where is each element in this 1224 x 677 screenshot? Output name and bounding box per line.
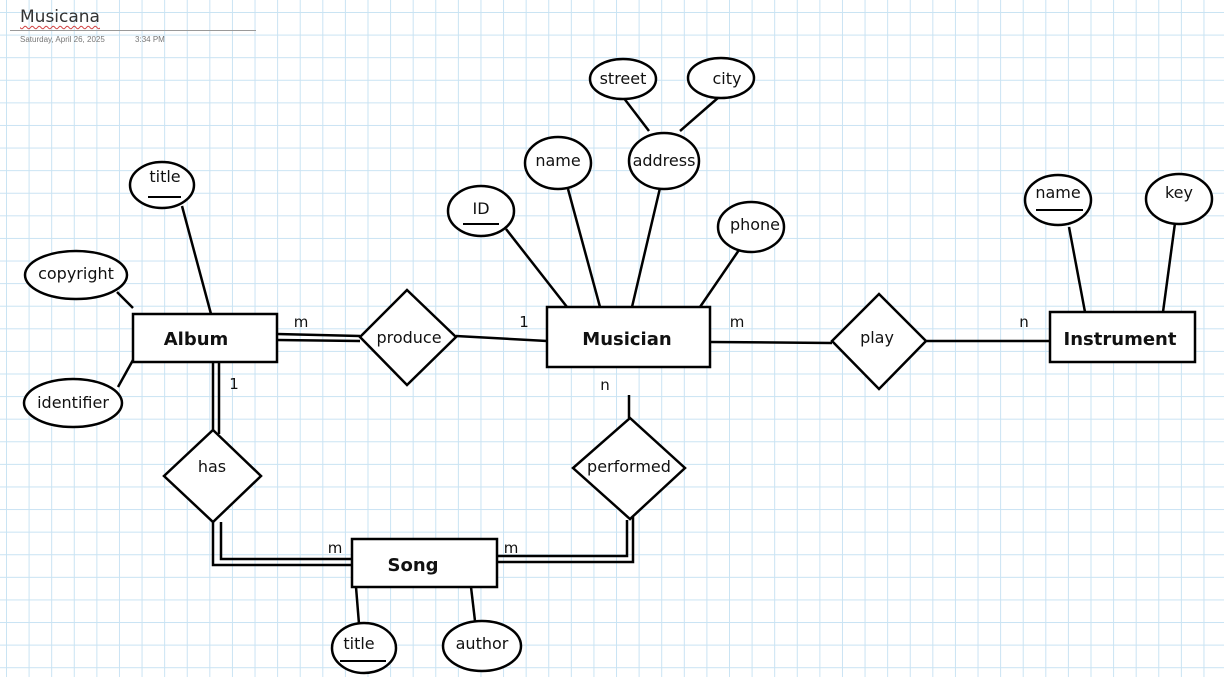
album-produce-connector-a xyxy=(276,332,361,338)
attribute-musician-id-label: ID xyxy=(472,199,489,218)
relationship-play-diamond xyxy=(830,292,928,391)
cardinality-song-performed: m xyxy=(504,539,519,557)
entity-musician-label: Musician xyxy=(582,329,671,350)
song-author-connector xyxy=(469,586,477,622)
attribute-musician-address[interactable]: address xyxy=(627,131,701,191)
entity-instrument-box xyxy=(1048,310,1197,364)
relationship-performed-diamond xyxy=(571,416,687,521)
album-copyright-connector xyxy=(116,291,134,309)
album-title-connector xyxy=(180,205,213,315)
entity-musician-box xyxy=(545,305,712,369)
cardinality-musician-produce: 1 xyxy=(519,313,529,331)
relationship-produce-diamond xyxy=(358,288,458,387)
relationship-produce-label: produce xyxy=(376,328,441,347)
page-meta: Saturday, April 26, 2025 3:34 PM xyxy=(10,35,256,44)
relationship-has-diamond xyxy=(162,428,263,524)
cardinality-album-has: 1 xyxy=(229,375,239,393)
attribute-album-identifier[interactable]: identifier xyxy=(22,377,124,429)
relationship-performed-label: performed xyxy=(587,457,671,476)
address-street-connector xyxy=(622,96,650,132)
attribute-musician-phone-ellipse xyxy=(716,200,786,254)
entity-instrument-label: Instrument xyxy=(1064,329,1177,350)
musician-name-connector xyxy=(566,188,602,308)
musician-address-connector xyxy=(630,187,662,308)
instrument-key-connector xyxy=(1161,222,1177,313)
attribute-song-title[interactable]: title xyxy=(330,621,398,675)
entity-song-box xyxy=(350,537,499,589)
cardinality-song-has: m xyxy=(328,539,343,557)
entity-musician[interactable]: Musician xyxy=(545,305,712,369)
instrument-name-connector xyxy=(1067,226,1087,313)
entity-album-label: Album xyxy=(164,329,229,350)
attribute-musician-name-label: name xyxy=(535,151,580,170)
relationship-play[interactable]: play xyxy=(830,292,928,391)
has-song-connector-b xyxy=(219,522,352,561)
attribute-instrument-key[interactable]: key xyxy=(1144,172,1214,226)
produce-musician-connector xyxy=(455,334,548,343)
attribute-address-city-ellipse xyxy=(686,56,756,100)
relationship-performed[interactable]: performed xyxy=(571,416,687,521)
attribute-address-city-label: city xyxy=(713,69,742,88)
attribute-musician-name-ellipse xyxy=(523,135,593,191)
page-header: Musicana Saturday, April 26, 2025 3:34 P… xyxy=(10,4,256,44)
album-produce-connector-b xyxy=(276,338,361,343)
relationship-produce[interactable]: produce xyxy=(358,288,458,387)
cardinality-instrument-play: n xyxy=(1019,313,1029,331)
attribute-album-copyright-ellipse xyxy=(23,249,129,301)
attribute-album-identifier-label: identifier xyxy=(37,393,109,412)
cardinality-musician-play: m xyxy=(730,313,745,331)
entity-album-box xyxy=(131,312,279,364)
performed-song-connector-b xyxy=(497,520,629,558)
attribute-musician-phone-label: phone xyxy=(730,215,780,234)
attribute-song-author[interactable]: author xyxy=(441,619,523,673)
relationship-has-label: has xyxy=(198,457,226,476)
attribute-album-title-label: title xyxy=(149,167,180,186)
attribute-instrument-key-label: key xyxy=(1165,183,1193,202)
page-time: 3:34 PM xyxy=(135,35,165,44)
page-date: Saturday, April 26, 2025 xyxy=(20,35,105,44)
attribute-musician-phone[interactable]: phone xyxy=(716,200,786,254)
connectors xyxy=(116,96,1177,625)
relationship-play-label: play xyxy=(860,328,894,347)
musician-play-connector xyxy=(709,340,833,345)
attribute-album-copyright[interactable]: copyright xyxy=(23,249,129,301)
attribute-musician-name[interactable]: name xyxy=(523,135,593,191)
attribute-song-title-label: title xyxy=(343,634,374,653)
musician-id-connector xyxy=(505,228,568,308)
attribute-instrument-name-ellipse xyxy=(1023,173,1093,227)
cardinalities: m 1 m n 1 n m m xyxy=(229,313,1029,557)
page-title[interactable]: Musicana xyxy=(10,4,256,31)
song-title-connector xyxy=(354,586,361,625)
cardinality-album-produce: m xyxy=(294,313,309,331)
relationship-has[interactable]: has xyxy=(162,428,263,524)
attribute-instrument-name-label: name xyxy=(1035,183,1080,202)
attribute-instrument-key-ellipse xyxy=(1144,172,1214,226)
entity-album[interactable]: Album xyxy=(131,312,279,364)
entity-instrument[interactable]: Instrument xyxy=(1048,310,1197,364)
attribute-address-city[interactable]: city xyxy=(686,56,756,100)
cardinality-musician-performed: n xyxy=(600,376,610,394)
attribute-address-street-label: street xyxy=(600,69,647,88)
attribute-instrument-name[interactable]: name xyxy=(1023,173,1093,227)
attribute-address-street-ellipse xyxy=(588,57,658,101)
entity-song[interactable]: Song xyxy=(350,537,499,589)
attribute-musician-id[interactable]: ID xyxy=(446,184,516,238)
attribute-album-identifier-ellipse xyxy=(22,377,124,429)
address-city-connector xyxy=(679,96,720,132)
performed-song-connector-a xyxy=(497,517,635,564)
album-identifier-connector xyxy=(116,359,135,388)
attribute-musician-address-label: address xyxy=(633,151,696,170)
attribute-musician-address-ellipse xyxy=(627,131,701,191)
attribute-song-author-ellipse xyxy=(441,619,523,673)
attribute-song-author-label: author xyxy=(456,634,509,653)
has-song-connector-a xyxy=(211,520,352,567)
musician-phone-connector xyxy=(698,249,741,308)
attribute-address-street[interactable]: street xyxy=(588,57,658,101)
entity-song-label: Song xyxy=(387,555,438,576)
attribute-album-title[interactable]: title xyxy=(128,160,196,210)
attribute-album-copyright-label: copyright xyxy=(38,264,114,283)
